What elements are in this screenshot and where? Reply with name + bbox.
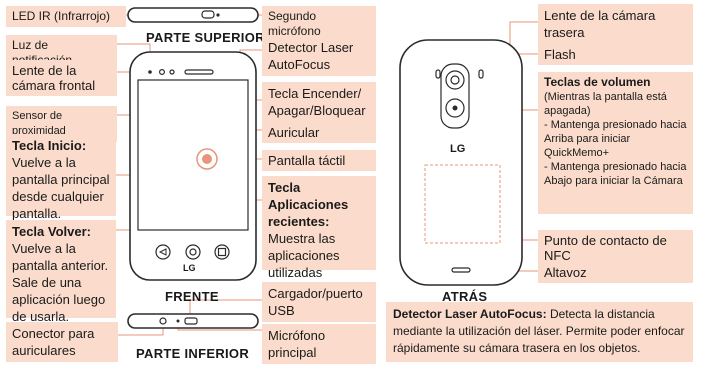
label-home-key: Tecla Inicio: Vuelve a la pantalla princ… xyxy=(6,134,116,221)
label-earpiece: Auricular xyxy=(262,122,376,143)
label-power-key: Tecla Encender/ Apagar/Bloquear xyxy=(262,82,376,122)
label-rear-camera: Lente de la cámara trasera xyxy=(538,4,693,44)
label-touchscreen: Pantalla táctil xyxy=(262,150,376,171)
label-flash: Flash xyxy=(538,44,693,65)
lg-logo-front: LG xyxy=(183,263,196,273)
label-main-mic: Micrófono principal xyxy=(262,324,376,364)
top-edge-view xyxy=(127,7,259,23)
label-laser-af: Detector Laser AutoFocus xyxy=(262,36,376,76)
volume-keys-bullet-1: - Mantenga presionado hacia Arriba para … xyxy=(544,119,687,159)
volume-keys-desc: (Mientras la pantalla está apagada) xyxy=(544,91,667,117)
back-phone xyxy=(399,39,523,286)
home-key-title: Tecla Inicio: xyxy=(12,138,87,153)
label-headphone-jack: Conector para auriculares xyxy=(6,322,118,362)
front-phone xyxy=(129,51,257,281)
lg-logo-back: LG xyxy=(450,143,466,155)
volume-keys-title: Teclas de volumen xyxy=(544,75,651,89)
back-key-title: Tecla Volver: xyxy=(12,224,91,239)
header-top: PARTE SUPERIOR xyxy=(146,30,265,45)
laser-af-description-text: Detecta la distancia mediante la utiliza… xyxy=(393,307,685,355)
header-back: ATRÁS xyxy=(442,289,488,304)
label-nfc: Punto de contacto de NFC xyxy=(538,230,693,266)
header-bottom: PARTE INFERIOR xyxy=(136,346,250,361)
label-speaker: Altavoz xyxy=(538,262,693,283)
header-front: FRENTE xyxy=(165,289,219,304)
bottom-edge-view xyxy=(127,313,259,329)
label-usb-port: Cargador/puerto USB xyxy=(262,282,376,322)
volume-keys-bullet-2: - Mantenga presionado hacia Abajo para i… xyxy=(544,161,687,187)
label-volume-keys: Teclas de volumen (Mientras la pantalla … xyxy=(538,72,693,214)
label-back-key: Tecla Volver: Vuelve a la pantalla anter… xyxy=(6,220,116,324)
label-led-ir: LED IR (Infrarrojo) xyxy=(6,6,126,27)
laser-af-description-title: Detector Laser AutoFocus: xyxy=(393,307,547,321)
back-key-desc: Vuelve a la pantalla anterior. Sale de u… xyxy=(12,241,109,324)
label-front-camera: Lente de la cámara frontal xyxy=(6,60,117,96)
label-recent-apps-key: Tecla Aplicaciones recientes: Muestra la… xyxy=(262,176,376,297)
home-key-desc: Vuelve a la pantalla principal desde cua… xyxy=(12,155,110,221)
laser-af-description: Detector Laser AutoFocus: Detecta la dis… xyxy=(386,302,693,362)
recent-apps-title: Tecla Aplicaciones recientes: xyxy=(268,180,349,229)
